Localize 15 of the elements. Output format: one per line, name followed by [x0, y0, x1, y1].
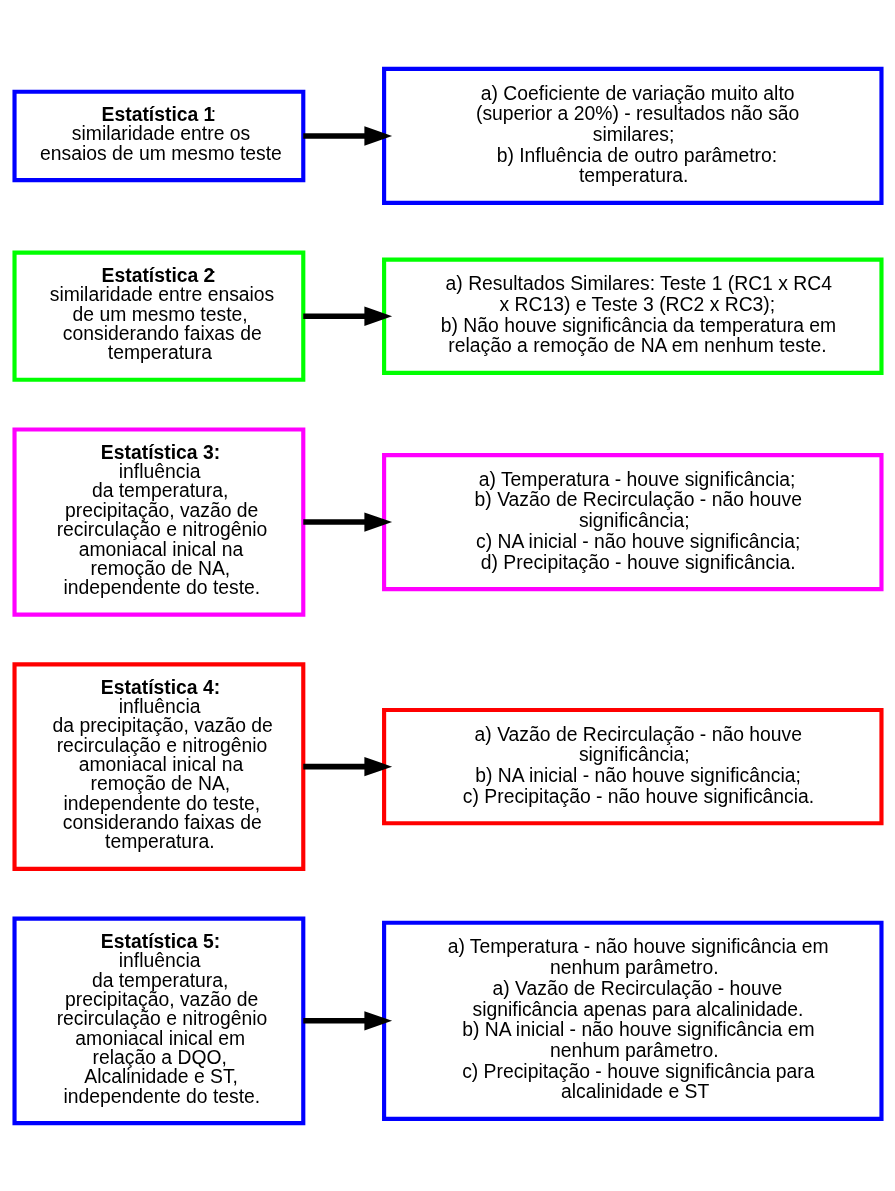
arrow — [302, 511, 392, 532]
node-box: Estatística 5: influência da temperatura, precipitação, vazão de recirculação e nitrogênio amoniacal inical em relação a DQO, Alcalinidade e ST, independente do teste. — [11, 916, 305, 1125]
node-box: Estatística 1: similaridade entre os ensaios de um mesmo teste — [11, 89, 305, 182]
arrow — [302, 756, 392, 776]
arrow — [302, 306, 392, 326]
node-box: a) Temperatura - não houve significância em nenhum parâmetro. a) Vazão de Recirculação - houve significância apenas para alcalinidade. b) NA inicial - não houve significância em nenhum parâmetro. c) Precipitação - houve significância para alcalinidade e ST — [381, 920, 884, 1121]
arrow — [302, 125, 392, 146]
node-box: a) Temperatura - houve significância; b) Vazão de Recirculação - não houve significância; c) NA inicial - não houve significância; d) Precipitação - houve significância. — [381, 452, 884, 591]
node-box: a) Coeficiente de variação muito alto (superior a 20%) - resultados não são similares; b) Influência de outro parâmetro: temperatura. — [381, 66, 884, 205]
node-box: Estatística 3: influência da temperatura, precipitação, vazão de recirculação e nitrogênio amoniacal inical na remoção de NA, independente do teste. — [11, 426, 305, 617]
node-box: Estatística 4: influência da precipitação, vazão de recirculação e nitrogênio amoniacal inical na remoção de NA, independente do teste, considerando faixas de temperatura. — [11, 661, 305, 871]
node-box: a) Vazão de Recirculação - não houve significância; b) NA inicial - não houve significância; c) Precipitação - não houve significância. — [381, 707, 884, 825]
arrow — [302, 1010, 392, 1031]
node-box: a) Resultados Similares: Teste 1 (RC1 x RC4 x RC13) e Teste 3 (RC2 x RC3); b) Não houve significância da temperatura em relação a remoção de NA em nenhum teste. — [381, 257, 884, 375]
node-box: Estatística 2: similaridade entre ensaios de um mesmo teste, considerando faixas de temperatura — [11, 250, 305, 382]
